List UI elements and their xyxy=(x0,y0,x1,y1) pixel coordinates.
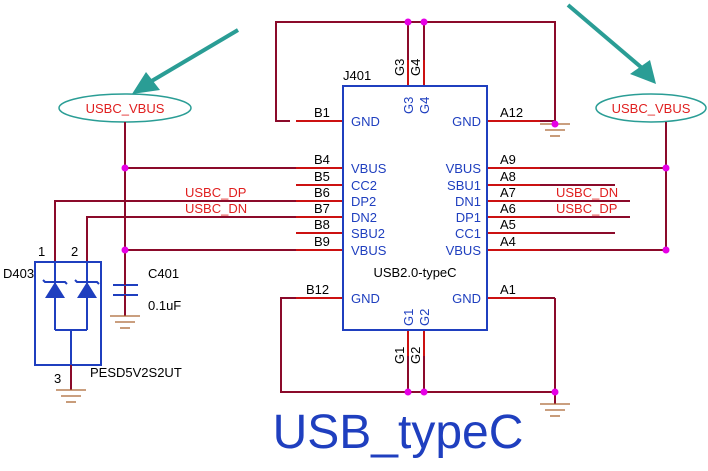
pin-stubs xyxy=(296,60,540,356)
pin-name: VBUS xyxy=(446,243,482,258)
bottom-pins: G1 G2 G1 G2 xyxy=(392,309,432,364)
pin-name: DP2 xyxy=(351,194,376,209)
tvs-part: PESD5V2S2UT xyxy=(90,365,182,380)
ground-symbol-tvs xyxy=(56,389,86,403)
gnd-frame-top xyxy=(275,21,556,124)
capacitor-ref: C401 xyxy=(148,266,179,281)
pin-name: GND xyxy=(351,114,380,129)
pin-num: B8 xyxy=(314,217,330,232)
pin-name: G3 xyxy=(401,97,416,114)
pin-name: SBU1 xyxy=(447,178,481,193)
right-pins: A12 GND A9 VBUS A8 SBU1 A7 DN1 A6 DP1 A5… xyxy=(446,105,524,306)
pin-name: G4 xyxy=(417,97,432,114)
capacitor-value: 0.1uF xyxy=(148,298,181,313)
pin-name: VBUS xyxy=(446,161,482,176)
annotation-arrow-left xyxy=(132,28,240,94)
pin-num: A5 xyxy=(500,217,516,232)
left-pins: B1 GND B4 VBUS B5 CC2 B6 DP2 B7 DN2 B8 S… xyxy=(306,105,387,306)
annotation-arrow-right xyxy=(566,3,656,84)
pin-num: G1 xyxy=(392,347,407,364)
pin-num: G3 xyxy=(392,59,407,76)
tvs-pin2: 2 xyxy=(71,244,78,259)
pin-num: B6 xyxy=(314,185,330,200)
pin-num: A9 xyxy=(500,152,516,167)
pin-name: GND xyxy=(351,291,380,306)
pin-num: B7 xyxy=(314,201,330,216)
tvs-ref: D403 xyxy=(3,266,34,281)
net-label-right-dn: USBC_DN xyxy=(556,185,618,200)
pin-num: B5 xyxy=(314,169,330,184)
pin-name: VBUS xyxy=(351,243,387,258)
tvs-pin3: 3 xyxy=(54,371,61,386)
net-label-vbus-right: USBC_VBUS xyxy=(595,93,707,123)
pin-name: CC2 xyxy=(351,178,377,193)
net-label-vbus-left: USBC_VBUS xyxy=(58,93,192,123)
pin-name: VBUS xyxy=(351,161,387,176)
pin-name: GND xyxy=(452,291,481,306)
pin-name: G2 xyxy=(417,309,432,326)
pin-name: SBU2 xyxy=(351,226,385,241)
connector-body xyxy=(342,85,488,331)
pin-num: B4 xyxy=(314,152,330,167)
pin-name: CC1 xyxy=(455,226,481,241)
connector-part: USB2.0-typeC xyxy=(373,265,456,280)
pin-num: A4 xyxy=(500,234,516,249)
pin-num: A7 xyxy=(500,185,516,200)
pin-num: A8 xyxy=(500,169,516,184)
ground-symbol-bottom-right xyxy=(540,403,570,417)
connector-ref: J401 xyxy=(343,68,371,83)
pin-num: B12 xyxy=(306,282,329,297)
svg-text:USBC_VBUS: USBC_VBUS xyxy=(86,101,165,116)
tvs-diode-d403: D403 1 2 3 PESD5V2S2UT xyxy=(3,244,182,390)
pin-name: DP1 xyxy=(456,210,481,225)
pin-num: B9 xyxy=(314,234,330,249)
ground-symbol-cap xyxy=(110,315,140,329)
net-label-right-dp: USBC_DP xyxy=(556,201,617,216)
pin-num: G2 xyxy=(408,347,423,364)
pin-name: DN2 xyxy=(351,210,377,225)
pin-name: DN1 xyxy=(455,194,481,209)
pin-num: G4 xyxy=(408,59,423,76)
pin-num: A1 xyxy=(500,282,516,297)
capacitor-c401: C401 0.1uF xyxy=(113,250,181,316)
net-label-left-dp: USBC_DP xyxy=(185,185,246,200)
tvs-pin1: 1 xyxy=(38,244,45,259)
top-pins: G3 G4 G3 G4 xyxy=(392,59,432,114)
pin-num: A6 xyxy=(500,201,516,216)
junction-dots xyxy=(121,18,670,396)
pin-name: GND xyxy=(452,114,481,129)
data-wiring xyxy=(54,184,630,262)
svg-text:USBC_VBUS: USBC_VBUS xyxy=(612,101,691,116)
pin-name: G1 xyxy=(401,309,416,326)
pin-num: B1 xyxy=(314,105,330,120)
gnd-frame-bottom xyxy=(280,297,556,404)
pin-num: A12 xyxy=(500,105,523,120)
net-label-left-dn: USBC_DN xyxy=(185,201,247,216)
schematic-title: USB_typeC xyxy=(273,406,524,459)
